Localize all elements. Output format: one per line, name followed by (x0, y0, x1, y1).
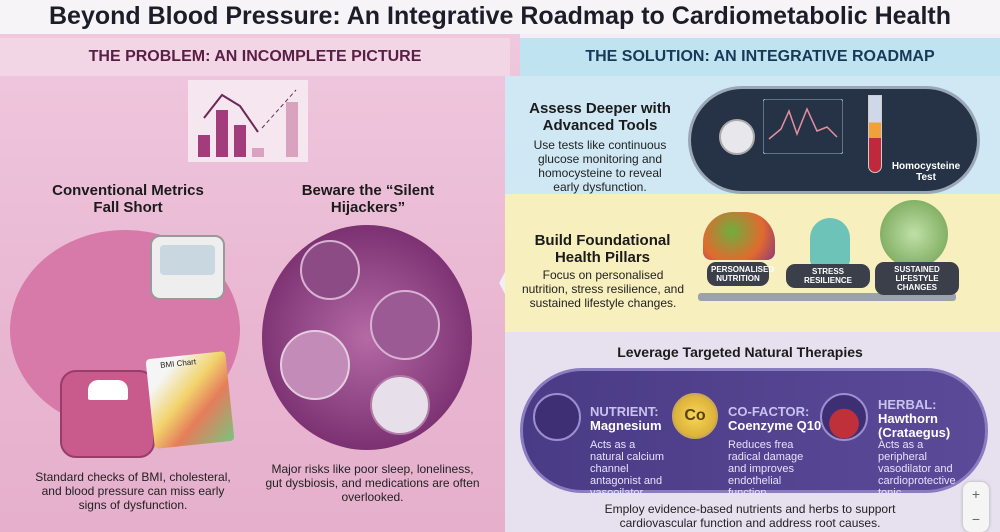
balance-beam (698, 293, 956, 301)
gut-icon (280, 330, 350, 400)
therapy-cofactor: CO-FACTOR:Coenzyme Q10 (728, 404, 822, 433)
zoom-in-button[interactable]: + (971, 486, 981, 502)
therapy-herbal-text: Acts as a peripheral vasodilator and car… (878, 439, 956, 499)
homocysteine-test-label: Homocysteine Test (891, 161, 961, 183)
cgm-sensor-icon (719, 119, 755, 155)
badge-sustained-lifestyle: SUSTAINED LIFESTYLE CHANGES (875, 262, 959, 295)
therapies-pill (520, 368, 988, 493)
therapy-nutrient: NUTRIENT:Magnesium (590, 404, 662, 433)
hawthorn-berries-icon (820, 393, 868, 441)
insomnia-icon (300, 240, 360, 300)
therapy-herbal: HERBAL:Hawthorn (Crataegus) (878, 397, 951, 440)
zoom-controls: + − (963, 482, 989, 532)
hijackers-heading: Beware the “Silent Hijackers” (301, 182, 435, 216)
medication-icon (370, 375, 430, 435)
co-label: Co (684, 407, 706, 424)
test-tube-icon (868, 95, 882, 173)
page-title: Beyond Blood Pressure: An Integrative Ro… (0, 0, 1000, 34)
magnesium-molecule-icon (533, 393, 581, 441)
assess-illustration: Homocysteine Test (688, 86, 980, 194)
zoom-out-button[interactable]: − (971, 511, 981, 527)
solution-header: THE SOLUTION: AN INTEGRATIVE ROADMAP (520, 38, 1000, 76)
problem-header: THE PROBLEM: AN INCOMPLETE PICTURE (0, 38, 510, 76)
pillars-heading: Build Foundational Health Pillars (534, 232, 671, 266)
loneliness-icon (370, 290, 440, 360)
badge-stress-resilience: STRESS RESILIENCE (786, 264, 870, 288)
badge-personalised-nutrition: PERSONALISED NUTRITION (707, 262, 774, 286)
pillars-text: Focus on personalised nutrition, stress … (521, 268, 685, 310)
hijackers-text: Major risks like poor sleep, loneliness,… (265, 462, 480, 504)
blood-pressure-monitor-icon (150, 235, 225, 300)
running-icon (880, 200, 948, 268)
meditation-icon (810, 218, 850, 268)
therapies-footer: Employ evidence-based nutrients and herb… (604, 502, 896, 530)
bathroom-scale-icon (60, 370, 155, 458)
therapy-nutrient-text: Acts as a natural calcium channel antago… (590, 439, 664, 499)
glucose-graph-icon (763, 99, 843, 154)
therapy-cofactor-text: Reduces frea radical damage and improves… (728, 439, 804, 499)
vegetables-icon (703, 212, 775, 260)
bar-chart-icon (188, 80, 308, 162)
therapies-heading: Leverage Targeted Natural Therapies (617, 344, 863, 360)
metrics-heading: Conventional Metrics Fall Short (52, 182, 204, 216)
assess-heading: Assess Deeper with Advanced Tools (529, 100, 671, 134)
coenzyme-q10-icon: Co (672, 393, 718, 439)
bmi-chart: BMI Chart (145, 351, 235, 449)
assess-text: Use tests like continuous glucose monito… (533, 138, 667, 194)
metrics-text: Standard checks of BMI, cholesteral, and… (35, 470, 231, 512)
